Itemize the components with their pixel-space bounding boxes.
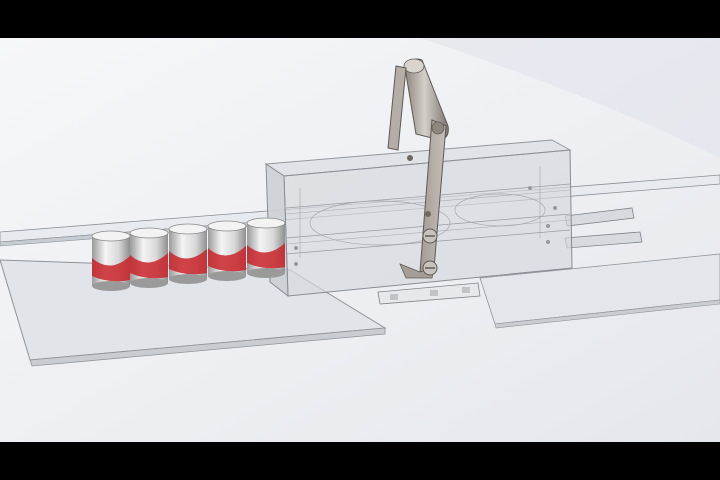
can-2	[129, 227, 169, 288]
bottom-bracket	[377, 282, 481, 305]
can-row	[91, 217, 286, 291]
conveyor-render	[0, 38, 720, 442]
can-1	[91, 230, 131, 291]
cad-render-scene	[0, 38, 720, 442]
lever-arm	[387, 58, 449, 279]
can-4	[207, 220, 247, 281]
can-5	[246, 217, 286, 278]
can-3	[168, 223, 208, 284]
right-table-plate	[479, 253, 720, 325]
